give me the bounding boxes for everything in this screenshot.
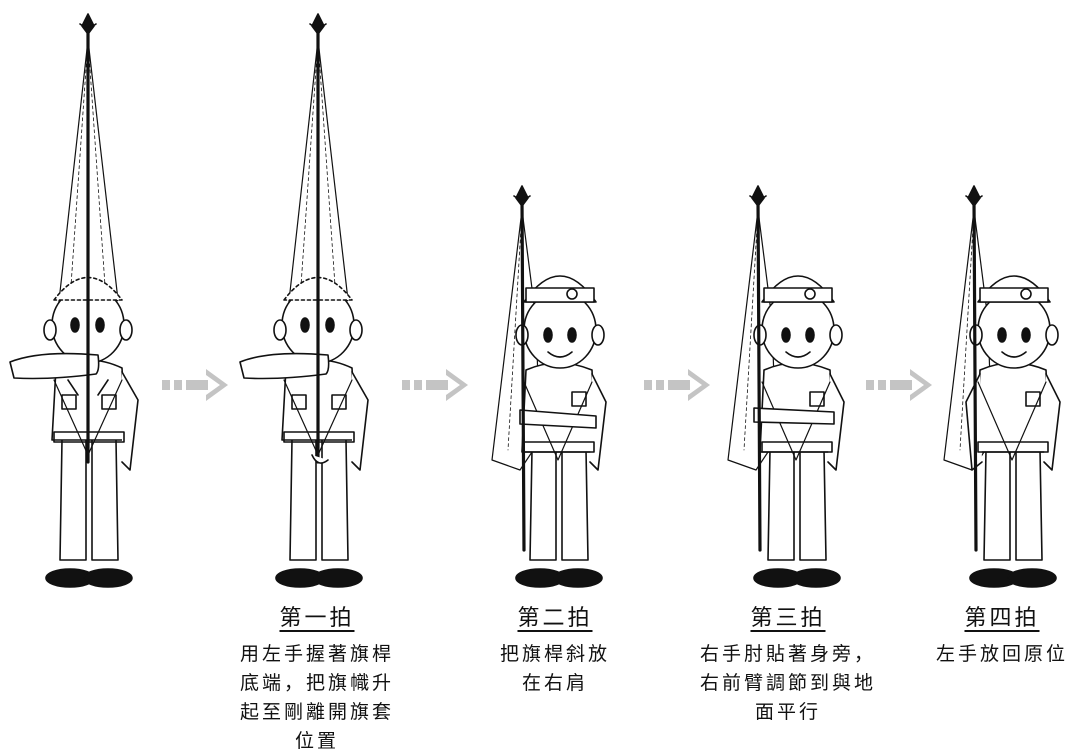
step-description: 左手放回原位 <box>935 643 1068 665</box>
step-caption-3: 第三拍 右手肘貼著身旁， 右前臂調節到與地 面平行 <box>668 600 908 727</box>
step-description: 用左手握著旗桿 底端，把旗幟升 起至剛離開旗套 位置 <box>239 643 394 752</box>
scout-figure-step-2 <box>491 185 607 588</box>
scout-figure-step-4 <box>943 185 1061 588</box>
step-description: 右手肘貼著身旁， 右前臂調節到與地 面平行 <box>699 643 876 723</box>
arrow-right-icon <box>402 369 468 401</box>
scout-figure-step-0 <box>9 13 139 588</box>
arrow-right-icon <box>644 369 710 401</box>
step-caption-4: 第四拍 左手放回原位 <box>918 600 1086 669</box>
step-title: 第一拍 <box>279 606 355 631</box>
scout-figure-step-1 <box>239 13 369 588</box>
step-description: 把旗桿斜放 在右肩 <box>499 643 610 694</box>
scout-figure-step-3 <box>727 185 845 588</box>
step-caption-2: 第二拍 把旗桿斜放 在右肩 <box>470 600 640 698</box>
arrow-right-icon <box>162 369 228 401</box>
step-title: 第二拍 <box>517 606 593 631</box>
step-title: 第三拍 <box>750 606 826 631</box>
step-title: 第四拍 <box>964 606 1040 631</box>
step-caption-1: 第一拍 用左手握著旗桿 底端，把旗幟升 起至剛離開旗套 位置 <box>217 600 417 756</box>
arrow-right-icon <box>866 369 932 401</box>
